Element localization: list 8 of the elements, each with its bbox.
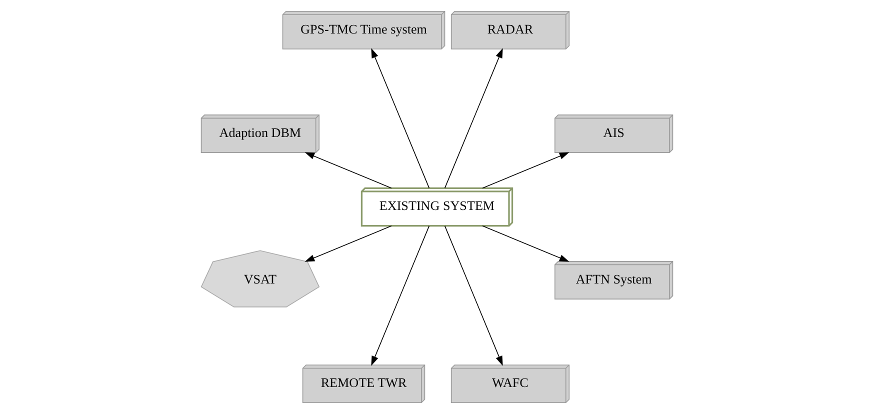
arrow — [482, 152, 570, 189]
arrow — [304, 152, 392, 189]
arrow — [371, 48, 430, 188]
arrow — [371, 226, 430, 366]
arrow — [444, 48, 503, 188]
arrow — [304, 225, 392, 262]
arrow — [482, 225, 570, 262]
arrow — [444, 226, 503, 366]
